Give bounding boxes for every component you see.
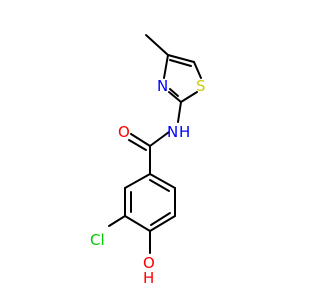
atom-n-thiazole: N — [157, 77, 168, 95]
bond-c4-c5 — [167, 54, 195, 63]
atom-labels: O N H N S Cl O H — [90, 77, 206, 287]
atom-h-amide: H — [179, 123, 190, 141]
bond-c5-s1 — [193, 61, 202, 79]
atom-h-hydroxyl: H — [143, 269, 154, 287]
bond-ar-4-5 — [149, 215, 176, 232]
atom-n-amide: N — [167, 123, 178, 141]
bond-ar-4-5-inner — [150, 212, 171, 226]
bond-s1-c2 — [180, 91, 198, 103]
bond-c2-n3-double — [169, 88, 179, 97]
atom-s-thiazole: S — [196, 77, 206, 95]
bond-ar-6-1-inner — [149, 179, 170, 192]
bond-n3-c4 — [163, 54, 169, 79]
bond-methyl-c4 — [145, 34, 169, 56]
bond-c3-cl — [108, 215, 126, 227]
bond-ar-6-1 — [149, 173, 176, 189]
atom-o-hydroxyl: O — [143, 254, 155, 272]
bond-c2-namide — [177, 101, 182, 123]
molecule-diagram: O N H N S Cl O H — [90, 34, 206, 287]
atom-cl: Cl — [90, 231, 105, 249]
bonds — [108, 34, 202, 254]
bond-c4-c5-double — [169, 59, 192, 67]
bond-c-o — [130, 133, 151, 147]
atom-o-carbonyl: O — [118, 123, 130, 141]
bond-ar-3-4 — [124, 215, 151, 232]
bond-ar-1-2 — [124, 173, 151, 189]
bond-c2-n3 — [168, 91, 182, 103]
bond-namide-ccarbonyl — [149, 131, 170, 147]
bond-c-o-double — [128, 139, 147, 151]
